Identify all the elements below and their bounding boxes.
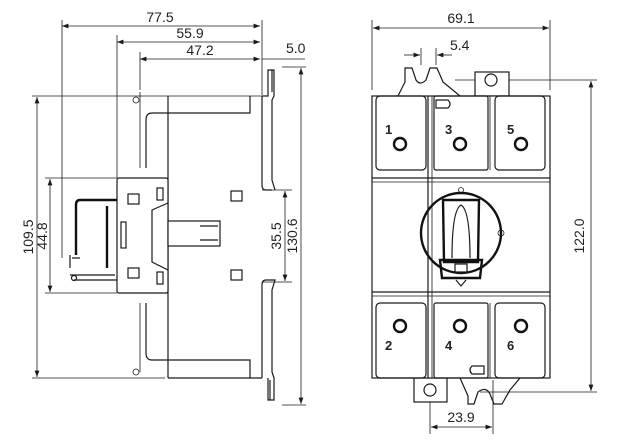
dim-label: 35.5 — [268, 222, 284, 249]
dim-label: 5.0 — [286, 40, 306, 56]
side-view: 77.5 55.9 47.2 5.0 109.5 44.8 130.6 35. — [20, 9, 306, 406]
terminal-screw-icon — [452, 136, 468, 152]
terminal-screw-icon — [513, 136, 529, 152]
top-rail-clip — [397, 67, 461, 97]
terminal-label: 5 — [507, 122, 514, 137]
terminal-label: 6 — [507, 338, 514, 353]
mounting-hole-icon — [484, 73, 498, 87]
terminal-label: 4 — [445, 338, 453, 353]
dim-label: 44.8 — [34, 222, 50, 249]
rotary-knob-icon — [419, 187, 505, 287]
terminal-2: 2 — [385, 318, 408, 353]
switch-body-side — [69, 69, 276, 401]
dimension-rail-clip: 5.0 — [262, 40, 306, 60]
terminal-3: 3 — [445, 122, 468, 152]
dim-label: 77.5 — [146, 9, 173, 25]
dimension-depth-to-front: 55.9 — [117, 25, 260, 45]
dimension-overall-depth: 77.5 — [62, 9, 260, 29]
dimension-din-rail: 35.5 — [268, 191, 288, 281]
bottom-rail-clip — [459, 377, 521, 405]
dimension-slot-width: 5.4 — [404, 37, 470, 65]
terminal-1: 1 — [385, 122, 408, 152]
dimension-body-height: 109.5 — [20, 97, 40, 377]
top-mounting-tab — [474, 71, 510, 97]
dim-label: 109.5 — [20, 219, 36, 254]
dim-label: 130.6 — [284, 218, 300, 253]
mounting-hole-icon — [423, 383, 437, 397]
dim-label: 122.0 — [571, 218, 587, 253]
terminal-screw-icon — [513, 318, 529, 334]
dimension-overall-height: 130.6 — [284, 68, 304, 404]
terminal-screw-icon — [392, 136, 408, 152]
terminal-screw-icon — [452, 318, 468, 334]
terminal-5: 5 — [507, 122, 529, 152]
front-view: 69.1 5.4 122.0 23.9 — [371, 10, 597, 434]
dim-label: 69.1 — [447, 10, 474, 26]
dim-label: 55.9 — [176, 25, 203, 41]
terminal-6: 6 — [507, 318, 529, 353]
terminal-4: 4 — [445, 318, 468, 353]
terminal-label: 1 — [385, 122, 392, 137]
dim-label: 5.4 — [450, 37, 470, 53]
bottom-mounting-tab — [413, 377, 448, 403]
dim-label: 47.2 — [186, 42, 213, 58]
terminal-label: 2 — [385, 338, 392, 353]
terminal-label: 3 — [445, 122, 452, 137]
dimension-handle-height: 44.8 — [34, 179, 53, 292]
dimension-width: 69.1 — [373, 10, 549, 31]
terminal-screw-icon — [392, 318, 408, 334]
dimension-depth-to-body: 47.2 — [140, 42, 260, 62]
dim-label: 23.9 — [447, 409, 474, 425]
